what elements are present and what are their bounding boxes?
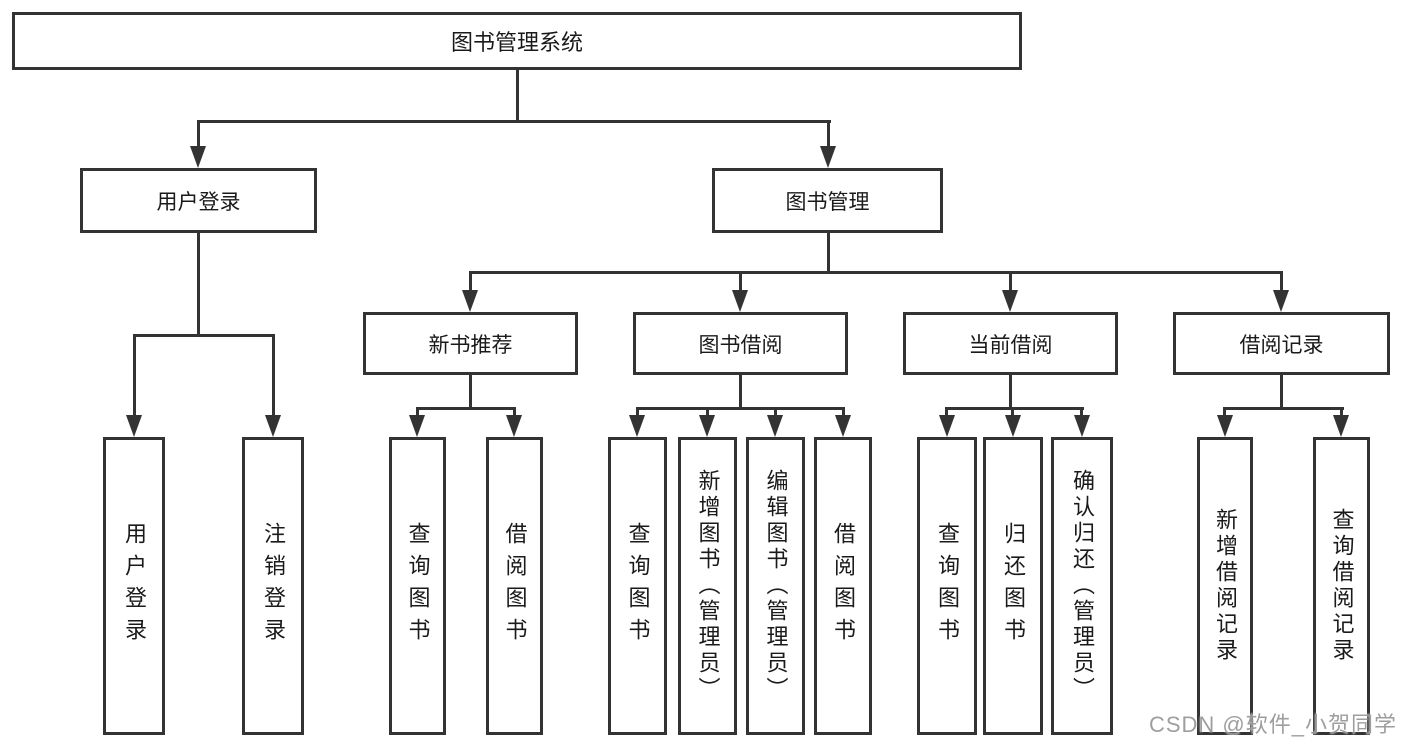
node-borrowing-records: 借阅记录 [1173,312,1390,375]
arrowhead-down-icon [265,415,281,437]
connector-line [469,271,1283,274]
node-user-login: 用户登录 [80,168,317,233]
connector-line [197,120,831,123]
connector-line [1340,407,1343,417]
arrowhead-down-icon [767,415,783,437]
node-library-management-system: 图书管理系统 [12,12,1022,70]
connector-line [416,407,516,410]
connector-line [513,407,516,417]
connector-line [1223,407,1226,417]
arrowhead-down-icon [1002,290,1018,312]
arrowhead-down-icon [409,415,425,437]
connector-line [945,407,948,417]
leaf-borrow-books-borrowing: 借阅图书 [814,437,872,735]
connector-line [1223,407,1344,410]
leaf-edit-book-admin: 编辑图书（管理员） [746,437,805,735]
connector-line [516,70,519,122]
connector-line [1080,407,1083,417]
leaf-confirm-return-admin: 确认归还（管理员） [1051,437,1113,735]
arrowhead-down-icon [939,415,955,437]
arrowhead-down-icon [699,415,715,437]
leaf-add-book-admin: 新增图书（管理员） [678,437,737,735]
arrowhead-down-icon [1273,290,1289,312]
leaf-return-books: 归还图书 [983,437,1043,735]
connector-line [469,271,472,292]
arrowhead-down-icon [629,415,645,437]
leaf-borrow-books-recommend: 借阅图书 [486,437,543,735]
node-book-borrowing: 图书借阅 [633,312,848,375]
connector-line [827,120,830,148]
csdn-watermark: CSDN @软件_小贺同学 [1148,712,1397,737]
connector-line [739,271,742,292]
connector-line [1280,375,1283,410]
leaf-query-books-borrowing: 查询图书 [608,437,667,735]
arrowhead-down-icon [1333,415,1349,437]
arrowhead-down-icon [126,415,142,437]
leaf-logout-login: 注销登录 [242,437,304,735]
connector-line [1009,375,1012,410]
arrowhead-down-icon [1217,415,1233,437]
connector-line [945,407,1084,410]
connector-line [197,120,200,148]
connector-line [827,233,830,274]
leaf-add-borrow-record: 新增借阅记录 [1197,437,1253,735]
connector-line [1280,271,1283,292]
arrowhead-down-icon [1074,415,1090,437]
arrowhead-down-icon [835,415,851,437]
connector-line [469,375,472,410]
arrowhead-down-icon [732,290,748,312]
connector-line [842,407,845,417]
connector-line [272,334,275,417]
arrowhead-down-icon [1005,415,1021,437]
arrowhead-down-icon [462,290,478,312]
node-new-book-recommendation: 新书推荐 [363,312,578,375]
connector-line [706,407,709,417]
arrowhead-down-icon [506,415,522,437]
connector-line [774,407,777,417]
leaf-user-login: 用户登录 [103,437,165,735]
leaf-query-books-current: 查询图书 [917,437,977,735]
connector-line [133,334,136,417]
leaf-query-books-recommend: 查询图书 [389,437,446,735]
connector-line [416,407,419,417]
connector-line [739,375,742,410]
arrowhead-down-icon [190,146,206,168]
connector-line [636,407,845,410]
connector-line [197,233,200,337]
connector-line [1011,407,1014,417]
node-current-borrowing: 当前借阅 [903,312,1118,375]
connector-line [636,407,639,417]
node-book-management: 图书管理 [712,168,943,233]
leaf-query-borrow-record: 查询借阅记录 [1313,437,1370,735]
arrowhead-down-icon [820,146,836,168]
connector-line [133,334,275,337]
connector-line [1009,271,1012,292]
